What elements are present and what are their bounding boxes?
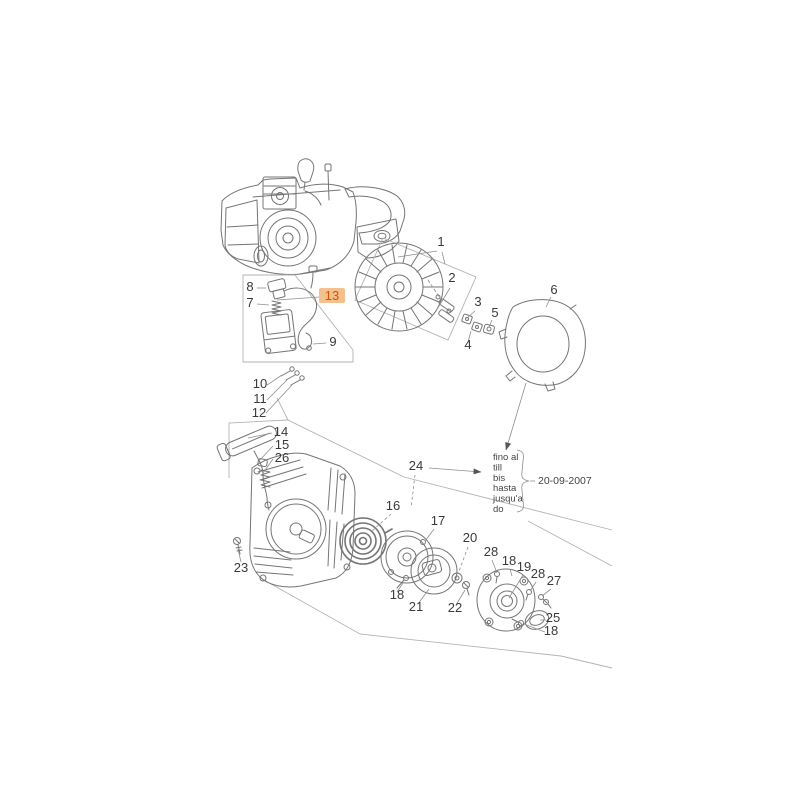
callout-19[interactable]: 19: [517, 559, 531, 574]
starter-pulley-illustration: [380, 530, 434, 589]
ignition-coil-group-box: [242, 274, 354, 363]
callouts: 1 2 3 4 5 6 7 8 9 10 11 12 13 14 15 26 2…: [234, 234, 561, 638]
callout-2[interactable]: 2: [448, 270, 455, 285]
callout-18c[interactable]: 18: [544, 623, 558, 638]
callout-6[interactable]: 6: [550, 282, 557, 297]
engine-assembly-illustration: [220, 158, 406, 275]
callout-25[interactable]: 25: [546, 610, 560, 625]
housing-screw-illustration: [233, 537, 243, 555]
callout-21[interactable]: 21: [409, 599, 423, 614]
callout-9[interactable]: 9: [329, 334, 336, 349]
validity-date: 20-09-2007: [538, 475, 592, 487]
validity-arrow: [505, 382, 527, 451]
callout-4[interactable]: 4: [464, 337, 471, 352]
divider-line-upper: [276, 397, 613, 531]
callout-18a[interactable]: 18: [390, 587, 404, 602]
callout-16[interactable]: 16: [386, 498, 400, 513]
flywheel-illustration: [354, 242, 444, 332]
callout-28b[interactable]: 28: [531, 566, 545, 581]
callout-8[interactable]: 8: [246, 279, 253, 294]
starter-handle-illustration: [216, 425, 277, 511]
callout-5[interactable]: 5: [491, 305, 498, 320]
callout-24[interactable]: 24: [409, 458, 423, 473]
divider-line-lower: [263, 579, 613, 669]
coil-screws-illustration: [280, 366, 305, 386]
starter-group-border: [228, 419, 289, 478]
callout-20[interactable]: 20: [463, 530, 477, 545]
starter-housing-illustration: [249, 452, 356, 588]
clutch-drum-illustration: [410, 547, 470, 596]
starter-pawl-kit-illustration: [427, 279, 455, 323]
leader-lines: [237, 250, 552, 633]
callout-13-selected[interactable]: 13: [325, 288, 339, 303]
callout-28a[interactable]: 28: [484, 544, 498, 559]
callout-7[interactable]: 7: [246, 295, 253, 310]
callout-17[interactable]: 17: [431, 513, 445, 528]
callout-12[interactable]: 12: [252, 405, 266, 420]
callout-15[interactable]: 15: [275, 437, 289, 452]
callout-18b[interactable]: 18: [502, 553, 516, 568]
group-boundaries: [228, 237, 613, 669]
ignition-coil-illustration: [260, 265, 318, 354]
callout-14[interactable]: 14: [274, 424, 288, 439]
callout-27[interactable]: 27: [547, 573, 561, 588]
divider-line-right: [527, 520, 613, 567]
brace: [516, 449, 530, 513]
bearing-flange-illustration: [476, 568, 552, 632]
callout-10[interactable]: 10: [253, 376, 267, 391]
callout-26[interactable]: 26: [275, 450, 289, 465]
rewind-spring-illustration: [339, 517, 393, 565]
fan-cover-illustration: [498, 299, 586, 392]
callout-13-highlight: [319, 288, 345, 303]
callout-3[interactable]: 3: [474, 294, 481, 309]
callout-22[interactable]: 22: [448, 600, 462, 615]
callout-1[interactable]: 1: [437, 234, 444, 249]
validity-note-block: fino al till bis hasta jusqu'a do 20-09-…: [492, 449, 592, 515]
callout-24-arrow: [428, 467, 482, 475]
flywheel-group-box: [354, 237, 477, 341]
callout-23[interactable]: 23: [234, 560, 248, 575]
validity-note: fino al till bis hasta jusqu'a do: [492, 452, 525, 515]
callout-11[interactable]: 11: [253, 391, 267, 406]
